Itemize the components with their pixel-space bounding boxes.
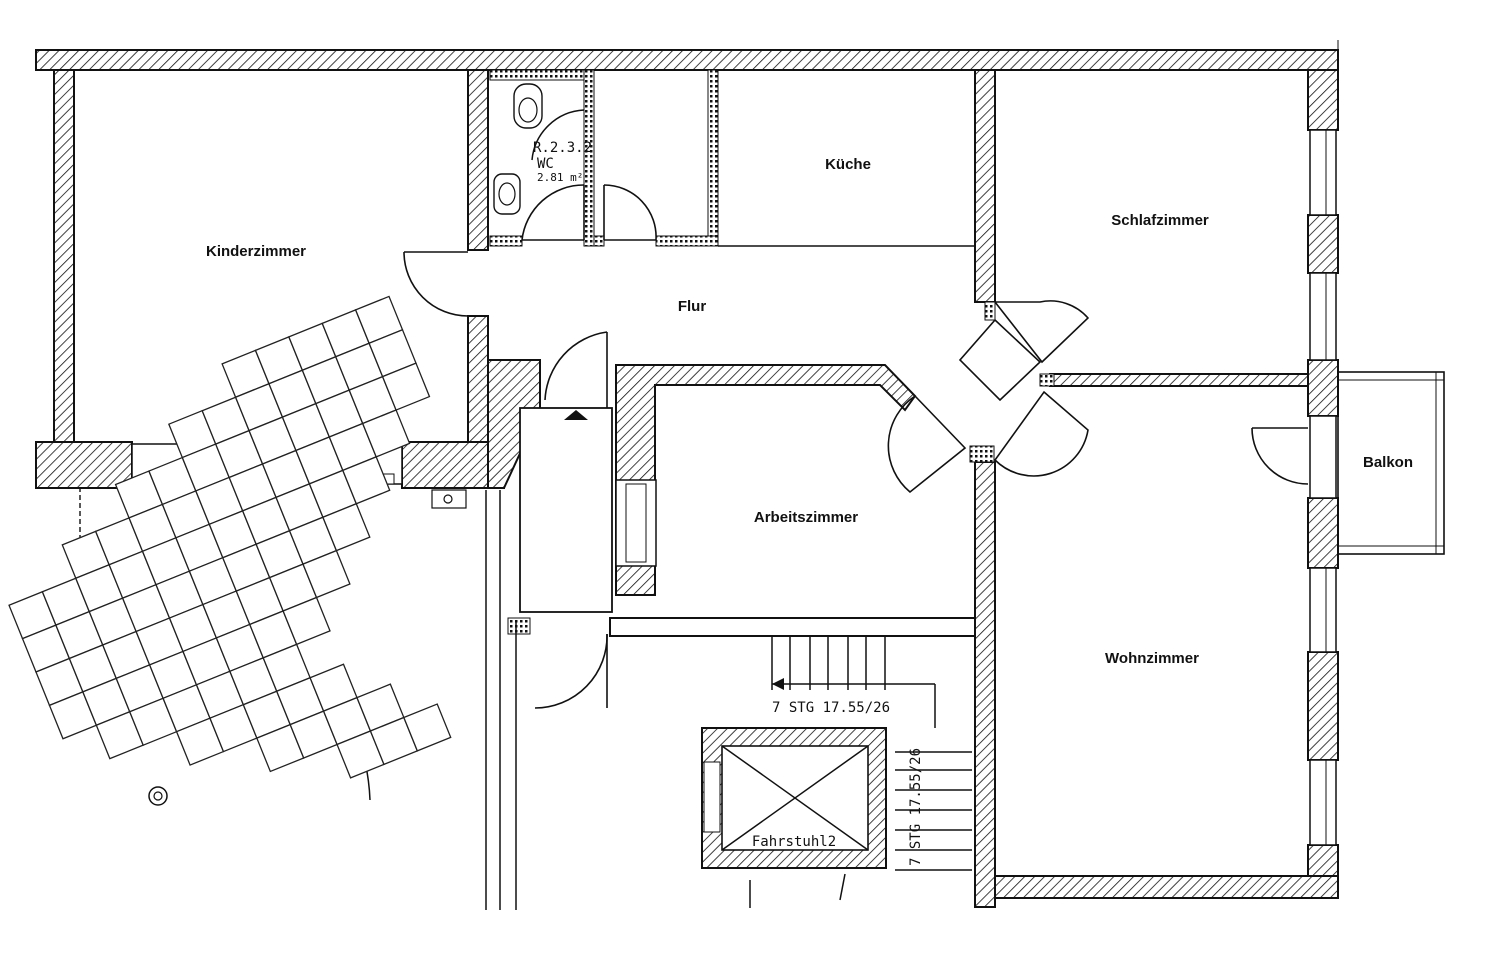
stairs-label-horizontal: 7 STG 17.55/26: [772, 700, 890, 716]
wc-fixtures: [431, 83, 585, 509]
room-label-schlafzimmer: Schlafzimmer: [1111, 212, 1209, 229]
room-label-wohnzimmer: Wohnzimmer: [1105, 650, 1199, 667]
elevator-shaft: [701, 727, 887, 869]
wc-room-area: 2.81 m²: [537, 171, 583, 184]
wc-room-code: R.2.3.2: [533, 140, 592, 156]
interior-walls: [467, 69, 1309, 908]
terrace-tile: [282, 596, 331, 646]
stair-corridor: [485, 407, 972, 910]
terrace-tile: [341, 456, 391, 505]
terrace-tile: [361, 409, 411, 458]
room-label-flur: Flur: [678, 298, 706, 315]
room-label-balkon: Balkon: [1363, 454, 1413, 471]
room-label-kinderzimmer: Kinderzimmer: [206, 243, 306, 260]
tiled-terrace: [8, 295, 452, 806]
terrace-tile: [302, 549, 351, 599]
terrace-tile: [322, 502, 371, 552]
wc-room-name: WC: [537, 156, 554, 172]
terrace-tile: [381, 362, 431, 411]
room-label-arbeitszimmer: Arbeitszimmer: [754, 509, 858, 526]
terrace-tile: [402, 703, 452, 752]
doors: [403, 184, 1309, 709]
balcony: [1337, 371, 1445, 555]
room-label-kueche: Küche: [825, 156, 871, 173]
elevator-label: Fahrstuhl2: [752, 834, 836, 850]
stairs-label-vertical: 7 STG 17.55/26: [908, 748, 924, 866]
